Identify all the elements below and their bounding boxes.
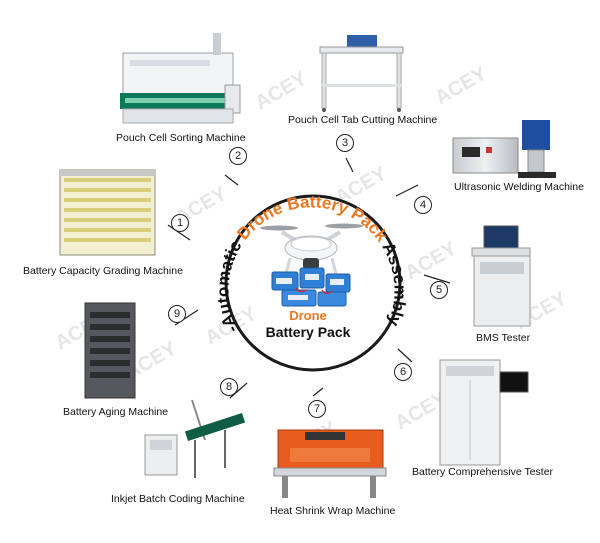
machine-label-comprehensive-tester: Battery Comprehensive Tester bbox=[412, 466, 554, 478]
machine-label-pouch-sorting: Pouch Cell Sorting Machine bbox=[116, 132, 246, 144]
connector-line bbox=[229, 382, 248, 399]
machine-label-capacity-grading: Battery Capacity Grading Machine bbox=[23, 265, 183, 277]
step-number-1: 1 bbox=[171, 214, 189, 232]
machine-label-tab-cutting: Pouch Cell Tab Cutting Machine bbox=[288, 114, 438, 126]
bms-tester-illustration bbox=[471, 225, 531, 327]
step-number-2: 2 bbox=[229, 147, 247, 165]
connector-line bbox=[345, 157, 354, 173]
step-number-7: 7 bbox=[308, 400, 326, 418]
connector-line bbox=[423, 274, 451, 284]
machine-label-ultrasonic-welding: Ultrasonic Welding Machine bbox=[454, 181, 584, 193]
watermark-text: ACEY bbox=[252, 67, 312, 114]
machine-label-aging: Battery Aging Machine bbox=[63, 406, 169, 418]
machine-label-heat-shrink: Heat Shrink Wrap Machine bbox=[270, 505, 396, 517]
step-number-6: 6 bbox=[394, 363, 412, 381]
watermark-text: ACEY bbox=[432, 62, 492, 109]
connector-line bbox=[395, 184, 419, 197]
machine-label-bms-tester: BMS Tester bbox=[476, 332, 531, 344]
grading-machine-illustration bbox=[59, 169, 156, 256]
tab-cutting-machine-illustration bbox=[319, 35, 404, 112]
battery-pack-illustration bbox=[271, 267, 351, 307]
aging-machine-illustration bbox=[84, 302, 136, 399]
ultrasonic-welder-illustration bbox=[452, 120, 556, 178]
connector-line bbox=[312, 387, 324, 397]
sorting-machine-illustration bbox=[120, 33, 241, 124]
inkjet-machine-illustration bbox=[144, 399, 246, 478]
step-number-4: 4 bbox=[414, 196, 432, 214]
connector-lines bbox=[167, 157, 451, 399]
step-number-9: 9 bbox=[168, 305, 186, 323]
drone-illustration bbox=[260, 223, 363, 279]
center-ring bbox=[224, 194, 402, 372]
machine-label-inkjet-coding: Inkjet Batch Coding Machine bbox=[111, 493, 245, 505]
heat-shrink-machine-illustration bbox=[273, 429, 387, 498]
center-battery-pack-label: Battery Pack bbox=[265, 324, 351, 340]
center-drone-label: Drone bbox=[289, 308, 327, 323]
step-number-3: 3 bbox=[336, 134, 354, 152]
step-number-8: 8 bbox=[220, 378, 238, 396]
connector-line bbox=[224, 174, 239, 186]
step-number-5: 5 bbox=[430, 281, 448, 299]
connector-line bbox=[397, 348, 413, 363]
comprehensive-tester-illustration bbox=[439, 359, 529, 466]
